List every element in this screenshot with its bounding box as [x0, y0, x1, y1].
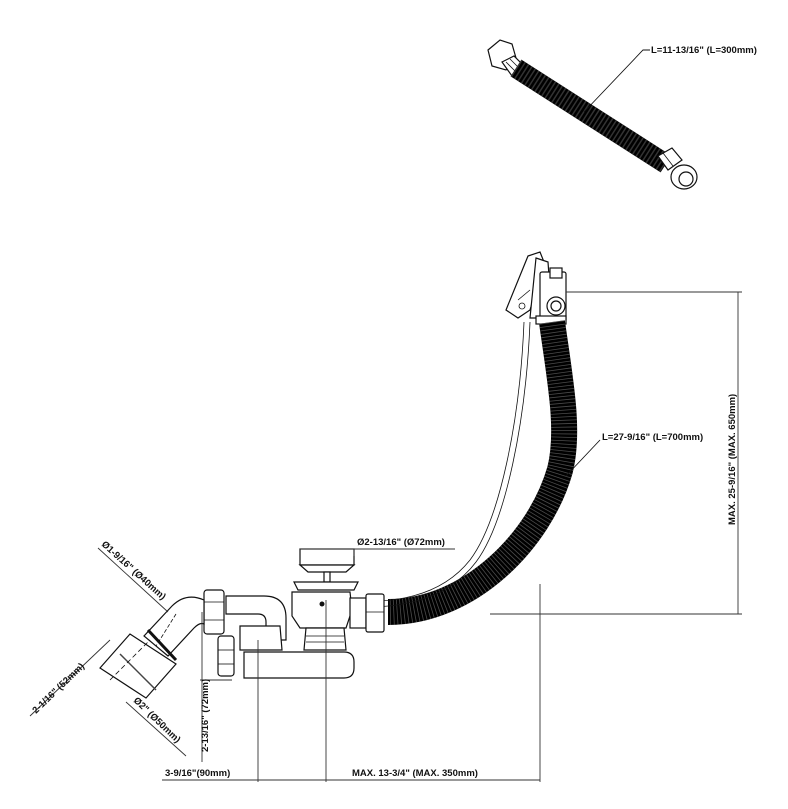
trap-height-label: 2-13/16" (72mm): [200, 679, 211, 752]
overflow-corrugated-hose: L=27-9/16" (L=700mm): [387, 320, 703, 625]
dim-plug-diameter: Ø2-13/16" (Ø72mm): [300, 537, 455, 556]
trap-offset-label: 3-9/16"(90mm): [165, 768, 230, 779]
supply-hose-length-label: L=11-13/16" (L=300mm): [651, 45, 757, 56]
dim-outlet-length: 2-1/16" (52mm): [29, 639, 111, 717]
hose-top-nut: [487, 39, 525, 77]
overflow-hose-length-label: L=27-9/16" (L=700mm): [602, 432, 703, 443]
braided-supply-hose: L=11-13/16" (L=300mm): [487, 39, 757, 190]
outlet-outer-label: Ø2" (Ø50mm): [131, 695, 183, 745]
dim-bottom: 3-9/16"(90mm) MAX. 13-3/4" (MAX. 350mm): [162, 584, 541, 782]
dim-overflow-height: MAX. 25-9/16" (MAX. 650mm): [490, 291, 742, 615]
outlet-inner-label: Ø1-9/16" (Ø40mm): [99, 539, 168, 602]
hose-bottom-nut: [657, 147, 698, 190]
dim-outlet-inner: Ø1-9/16" (Ø40mm): [97, 539, 169, 613]
overflow-head: [505, 251, 567, 325]
plug-diameter-label: Ø2-13/16" (Ø72mm): [357, 537, 445, 548]
drain-to-overflow-label: MAX. 13-3/4" (MAX. 350mm): [352, 768, 478, 779]
dim-trap-height: 2-13/16" (72mm): [200, 612, 232, 762]
angled-outlet: [99, 596, 205, 699]
overflow-height-label: MAX. 25-9/16" (MAX. 650mm): [727, 394, 738, 525]
drain-assembly: [203, 548, 385, 679]
outlet-length-label: 2-1/16" (52mm): [30, 661, 86, 716]
dim-outlet-outer: Ø2" (Ø50mm): [125, 695, 187, 757]
